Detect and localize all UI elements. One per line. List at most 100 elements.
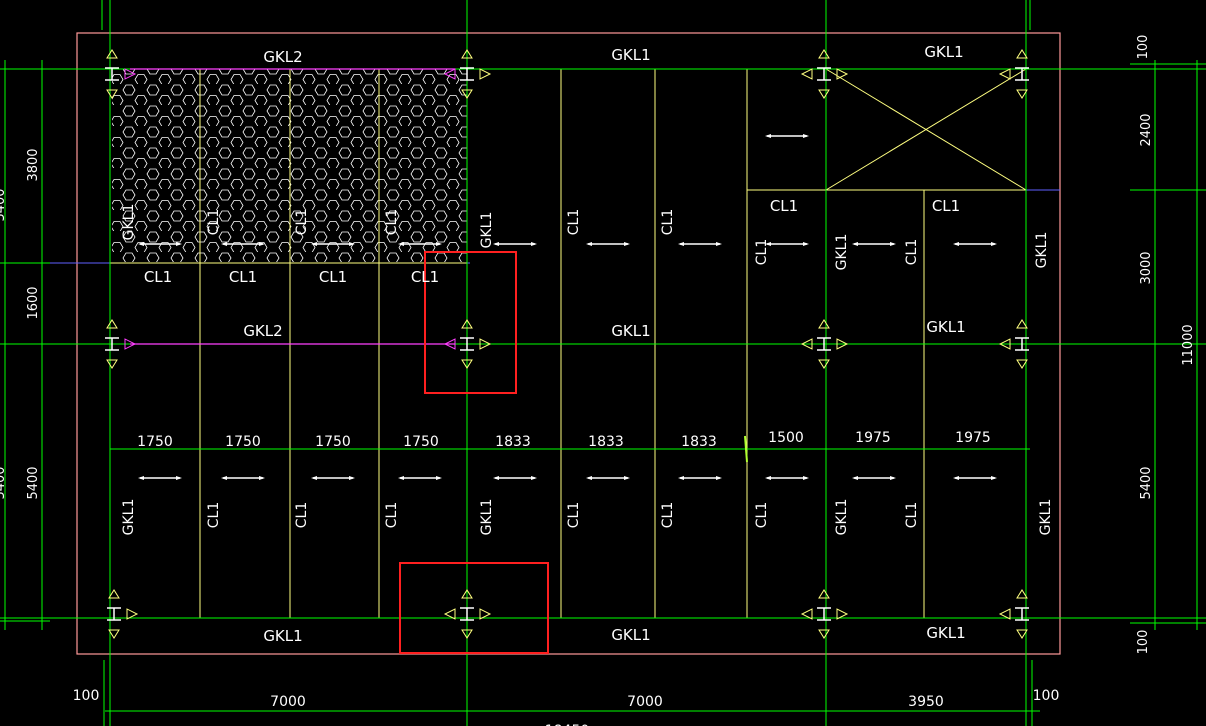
slab-span-arrow <box>493 242 537 246</box>
vertical-beam-label: CL1 <box>660 209 676 235</box>
slab-span-arrow <box>953 476 997 480</box>
dim-left-partial-top: 5400 <box>0 188 8 221</box>
slab-span-arrow <box>678 476 722 480</box>
label-gkl1-mid-right: GKL1 <box>926 318 965 336</box>
column-supports <box>105 49 1029 639</box>
vertical-beam-label: GKL1 <box>1034 232 1050 269</box>
dim-left-seg-3: 5400 <box>26 466 41 499</box>
label-cl1-h2: CL1 <box>229 268 257 286</box>
column-support-symbol <box>800 49 849 99</box>
bay-dimension: 1975 <box>855 430 891 446</box>
label-gkl1-bottom-right: GKL1 <box>926 624 965 642</box>
column-support-symbol <box>443 589 492 639</box>
column-support-symbol <box>998 49 1029 99</box>
dim-left-seg-1: 3800 <box>26 148 41 181</box>
bay-dimension: 1833 <box>588 434 624 450</box>
slab-span-arrow <box>765 476 809 480</box>
vertical-beam-label: CL1 <box>754 502 770 528</box>
bay-dimensions: 1750 1750 1750 1750 1833 1833 1833 1500 1975 1975 <box>137 430 991 450</box>
slab-span-arrow <box>586 476 630 480</box>
bay-dimension: 1750 <box>137 434 173 450</box>
slab-span-arrows <box>138 134 997 480</box>
slab-span-arrow <box>221 242 265 246</box>
slab-span-arrow <box>765 242 809 246</box>
dim-bottom-total: 18450 <box>545 723 590 726</box>
bay-dimension: 1833 <box>681 434 717 450</box>
label-gkl1-top-right: GKL1 <box>924 43 963 61</box>
label-gkl1-mid: GKL1 <box>611 322 650 340</box>
vertical-beam-label: GKL1 <box>1038 499 1054 536</box>
label-gkl1-top-mid: GKL1 <box>611 46 650 64</box>
label-cl1-h1: CL1 <box>144 268 172 286</box>
bay-dimension: 1500 <box>768 430 804 446</box>
vertical-beam-label: GKL1 <box>834 234 850 271</box>
slab-span-arrow <box>852 476 896 480</box>
column-support-symbol <box>105 319 137 369</box>
vertical-beam-label: CL1 <box>384 209 400 235</box>
label-cl1-h6: CL1 <box>932 197 960 215</box>
label-gkl1-bottom-mid: GKL1 <box>611 626 650 644</box>
column-support-symbol <box>107 589 139 639</box>
slab-span-arrow <box>398 476 442 480</box>
dim-right-seg-1: 2400 <box>1139 113 1154 146</box>
slab-span-arrow <box>221 476 265 480</box>
selection-box-upper[interactable] <box>424 251 517 394</box>
slab-span-arrow <box>138 242 182 246</box>
dim-left-partial-bottom: 5400 <box>0 466 8 499</box>
vertical-beam-label: CL1 <box>754 239 770 265</box>
vertical-beam-label: GKL1 <box>479 499 495 536</box>
vertical-beam-label: GKL1 <box>479 212 495 249</box>
vertical-beam-label: GKL1 <box>121 204 137 241</box>
column-support-symbol <box>998 589 1029 639</box>
dim-right-seg-3: 5400 <box>1139 466 1154 499</box>
vertical-beam-label: CL1 <box>384 502 400 528</box>
vertical-beam-label: CL1 <box>660 502 676 528</box>
slab-span-arrow <box>586 242 630 246</box>
dim-left-seg-2: 1600 <box>26 286 41 319</box>
vertical-beam-label: GKL1 <box>121 499 137 536</box>
slab-span-arrow <box>493 476 537 480</box>
bay-dimension: 1750 <box>315 434 351 450</box>
bay-dimension: 1833 <box>495 434 531 450</box>
bay-dimension: 1750 <box>403 434 439 450</box>
vertical-beam-label: CL1 <box>904 239 920 265</box>
label-gkl1-bottom-left: GKL1 <box>263 627 302 645</box>
column-support-symbol <box>443 319 492 369</box>
bay-dimension: 1750 <box>225 434 261 450</box>
vertical-beam-label: GKL1 <box>834 499 850 536</box>
dim-bottom-span-3: 3950 <box>908 694 944 710</box>
column-support-symbol <box>105 49 137 99</box>
dim-bottom-span-2: 7000 <box>627 694 663 710</box>
vertical-beam-label: CL1 <box>206 502 222 528</box>
dim-bottom-span-1: 7000 <box>270 694 306 710</box>
selection-box-lower[interactable] <box>399 562 549 654</box>
dim-right-top-margin: 100 <box>1136 35 1151 60</box>
slab-span-arrow <box>678 242 722 246</box>
slab-span-arrow <box>398 242 442 246</box>
slab-span-arrow <box>852 242 896 246</box>
slab-span-arrow <box>953 242 997 246</box>
label-cl1-h3: CL1 <box>319 268 347 286</box>
column-support-symbol <box>800 319 849 369</box>
slab-span-arrow <box>765 134 809 138</box>
label-gkl2-top: GKL2 <box>263 48 302 66</box>
label-gkl2-mid: GKL2 <box>243 322 282 340</box>
slab-span-arrow <box>311 476 355 480</box>
dim-right-seg-2: 3000 <box>1139 251 1154 284</box>
label-cl1-h5: CL1 <box>770 197 798 215</box>
slab-span-arrow <box>311 242 355 246</box>
dim-right-total: 11000 <box>1181 324 1196 365</box>
column-support-symbol <box>998 319 1029 369</box>
vertical-beam-label: CL1 <box>294 209 310 235</box>
vertical-beam-label: CL1 <box>566 502 582 528</box>
vertical-beam-label: CL1 <box>566 209 582 235</box>
label-cl1-h4: CL1 <box>411 268 439 286</box>
vertical-beam-label: CL1 <box>904 502 920 528</box>
vertical-beam-label: CL1 <box>294 502 310 528</box>
vertical-beam-label: CL1 <box>206 209 222 235</box>
slab-span-arrow <box>138 476 182 480</box>
bay-dimension: 1975 <box>955 430 991 446</box>
column-support-symbol <box>800 589 849 639</box>
